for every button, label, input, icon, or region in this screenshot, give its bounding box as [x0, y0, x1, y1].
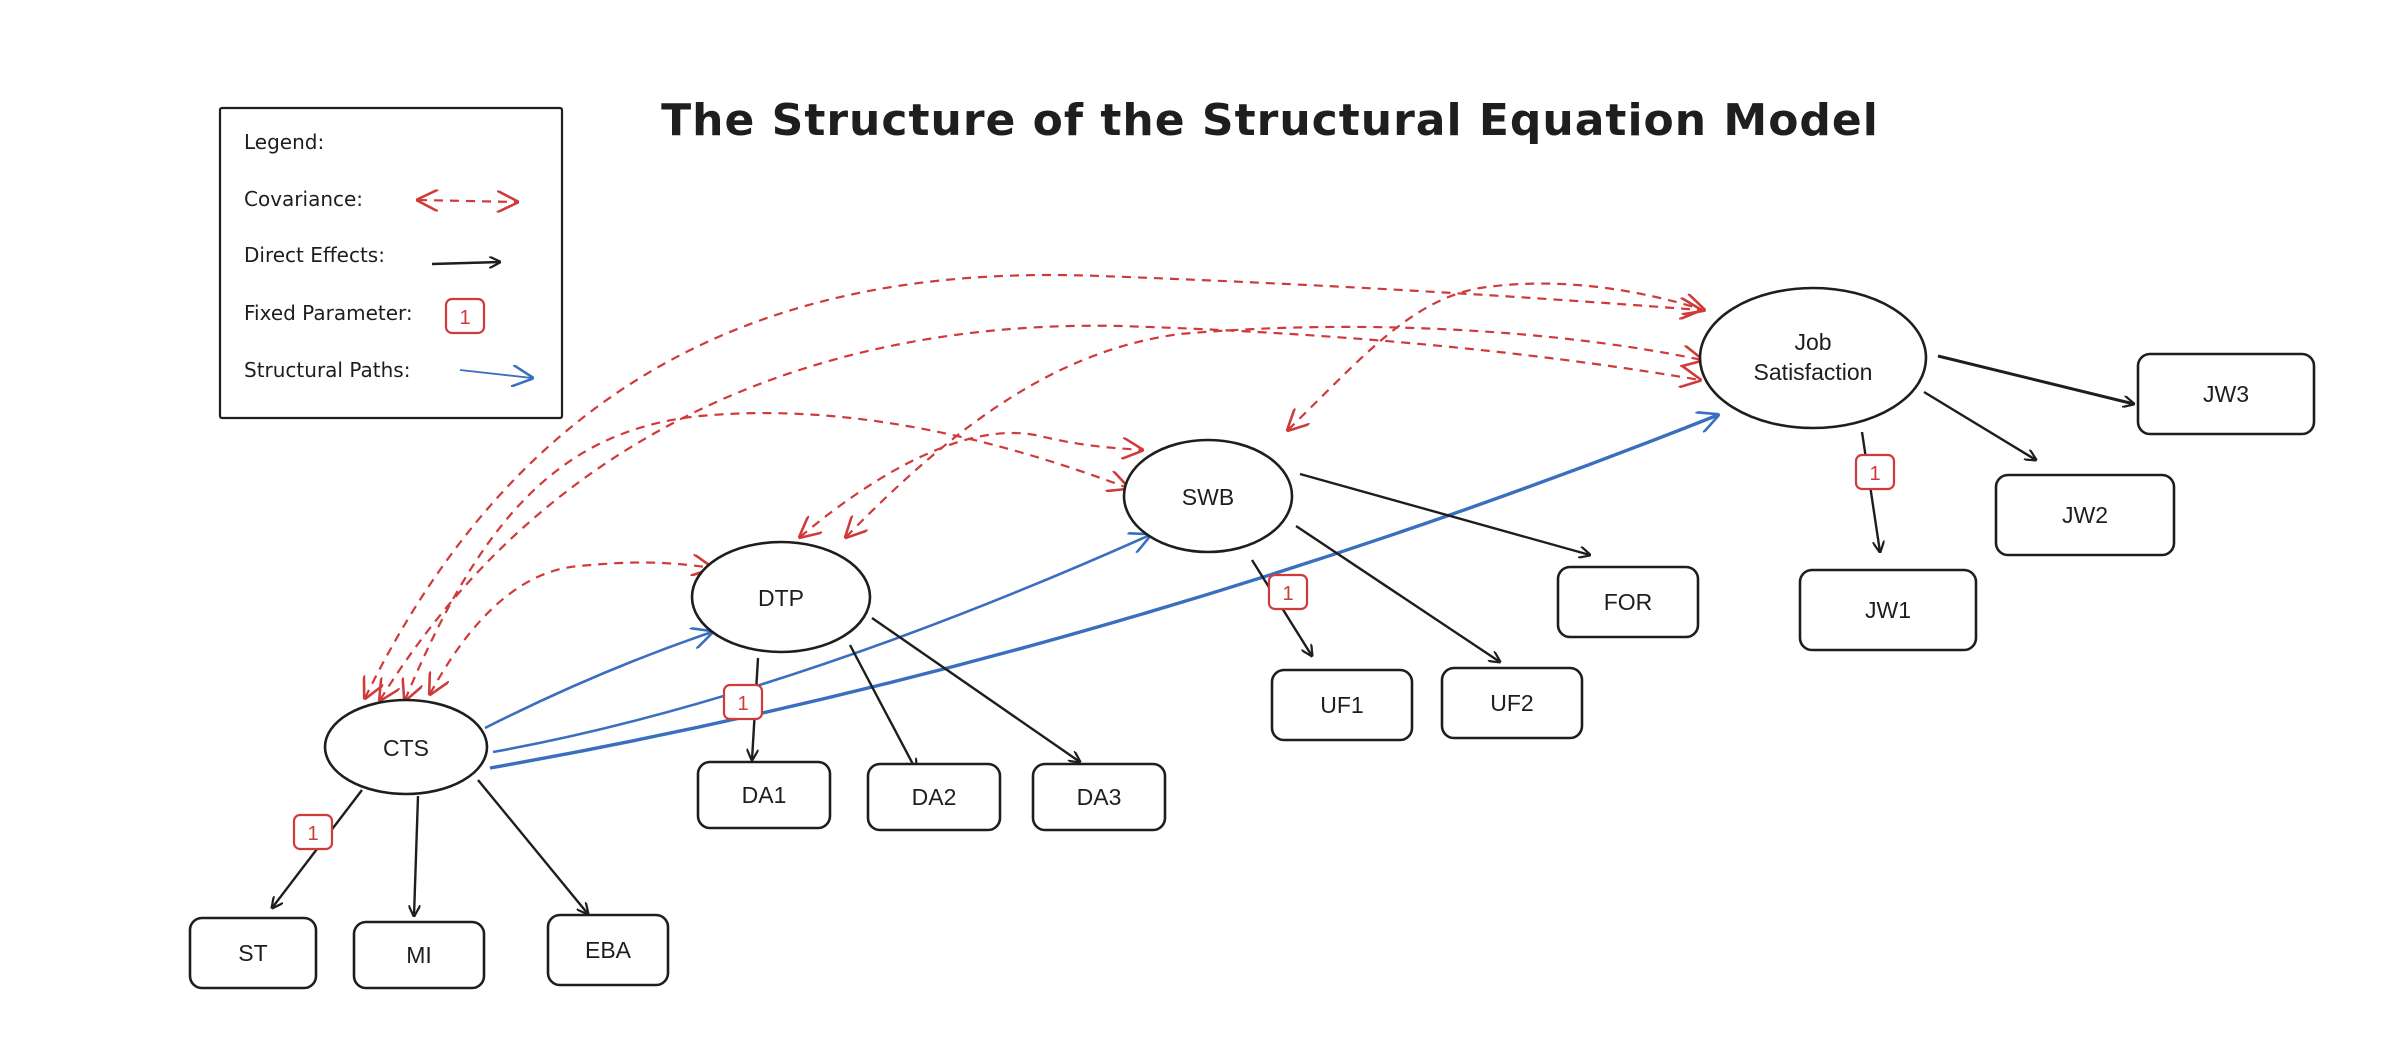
- fixed-value-cts-st: 1: [307, 823, 318, 845]
- observed-uf2[interactable]: UF2: [1440, 666, 1584, 740]
- latent-cts-label: CTS: [383, 735, 429, 761]
- legend-covariance-arrow: [418, 200, 517, 202]
- cov-dtp-swb: [800, 431, 1142, 537]
- latent-dtp[interactable]: DTP: [690, 540, 872, 654]
- legend: Legend: Covariance: Direct Effects: Fixe…: [218, 106, 564, 420]
- observed-jw1-label: JW1: [1865, 597, 1911, 623]
- fixed-value-dtp-da1: 1: [737, 693, 748, 715]
- latent-js-label-line1: Job: [1794, 329, 1831, 355]
- cov-dtp-js: [846, 325, 1702, 537]
- diagram-title: The Structure of the Structural Equation…: [661, 95, 1879, 146]
- covariance-edges: [365, 273, 1704, 700]
- fixed-parameters: 1 1 1 1: [292, 453, 1896, 851]
- fixed-badge-dtp-da1: [722, 683, 764, 721]
- legend-fixed-value: 1: [459, 307, 470, 329]
- observed-da3[interactable]: DA3: [1031, 762, 1167, 832]
- legend-structural-paths-label: Structural Paths:: [244, 358, 410, 382]
- observed-mi-label: MI: [406, 942, 432, 968]
- legend-heading: Legend:: [244, 130, 324, 154]
- observed-jw3-label: JW3: [2203, 381, 2249, 407]
- observed-da2-label: DA2: [912, 784, 957, 810]
- observed-jw2[interactable]: JW2: [1994, 473, 2176, 557]
- observed-jw3[interactable]: JW3: [2136, 352, 2316, 436]
- observed-st[interactable]: ST: [188, 916, 318, 990]
- fixed-value-swb-uf1: 1: [1282, 583, 1293, 605]
- observed-eba[interactable]: EBA: [546, 913, 670, 987]
- observed-da2[interactable]: DA2: [866, 762, 1002, 832]
- cov-cts-dtp: [430, 563, 712, 695]
- observed-da3-label: DA3: [1077, 784, 1122, 810]
- legend-fixed-parameter-label: Fixed Parameter:: [244, 301, 413, 325]
- observed-for-label: FOR: [1604, 589, 1653, 615]
- fixed-badge-js-jw1: [1854, 453, 1896, 491]
- latent-job-satisfaction[interactable]: Job Satisfaction: [1698, 286, 1928, 430]
- path-cts-dtp: [484, 632, 712, 730]
- observed-st-label: ST: [238, 940, 267, 966]
- observed-jw1[interactable]: JW1: [1798, 568, 1978, 652]
- edge-js-jw2: [1923, 390, 2036, 460]
- path-cts-swb: [492, 535, 1150, 754]
- edge-js-jw1: [1860, 431, 1880, 552]
- observed-mi[interactable]: MI: [352, 920, 486, 990]
- fixed-badge-swb-uf1: [1267, 573, 1309, 611]
- observed-eba-label: EBA: [585, 937, 632, 963]
- observed-for[interactable]: FOR: [1556, 565, 1700, 639]
- legend-direct-effects-label: Direct Effects:: [244, 243, 385, 267]
- observed-da1-label: DA1: [742, 782, 787, 808]
- structural-edges: [484, 415, 1718, 770]
- observed-uf1-label: UF1: [1320, 692, 1363, 718]
- latent-swb[interactable]: SWB: [1122, 438, 1294, 554]
- observed-da1[interactable]: DA1: [696, 760, 832, 830]
- edge-swb-uf2: [1295, 525, 1500, 662]
- edge-dtp-da3: [871, 617, 1080, 762]
- fixed-value-js-jw1: 1: [1869, 463, 1880, 485]
- edge-dtp-da2: [848, 644, 916, 770]
- legend-direct-arrow: [431, 262, 500, 264]
- edge-cts-eba: [477, 779, 588, 914]
- observed-jw2-label: JW2: [2062, 502, 2108, 528]
- observed-uf2-label: UF2: [1490, 690, 1533, 716]
- edge-swb-for: [1299, 472, 1590, 555]
- edge-cts-mi: [414, 795, 418, 916]
- fixed-badge-cts-st: [292, 813, 334, 851]
- edge-js-jw3: [1937, 354, 2134, 404]
- legend-covariance-label: Covariance:: [244, 187, 363, 211]
- cov-swb-js: [1288, 282, 1704, 430]
- path-cts-js: [489, 415, 1718, 770]
- cov-cts-js-outer: [365, 273, 1700, 698]
- observed-uf1[interactable]: UF1: [1270, 668, 1414, 742]
- latent-cts[interactable]: CTS: [323, 698, 489, 796]
- latent-js-label-line2: Satisfaction: [1754, 359, 1873, 385]
- latent-swb-label: SWB: [1182, 484, 1234, 510]
- latent-dtp-label: DTP: [758, 585, 804, 611]
